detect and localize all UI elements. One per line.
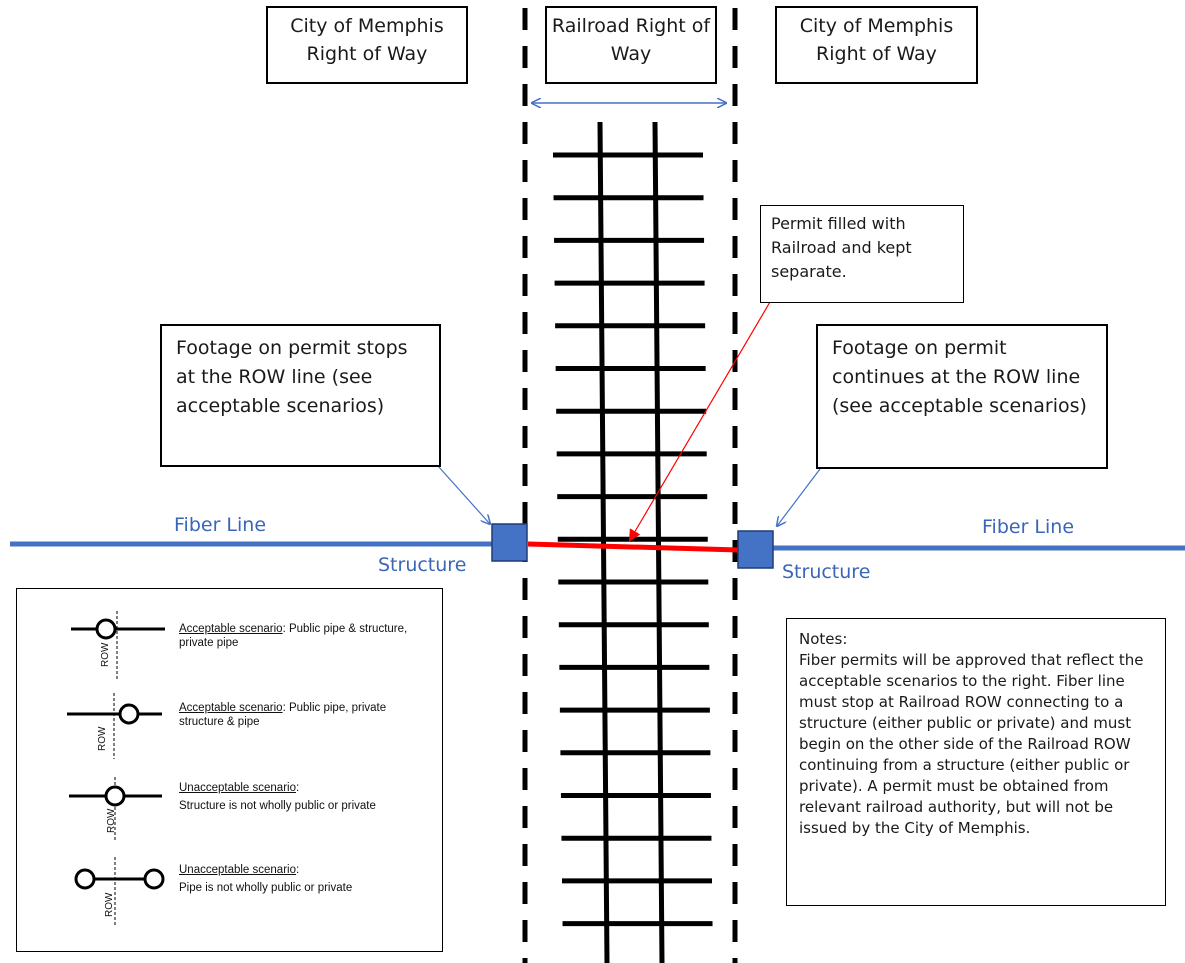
scenario-3-title: Unacceptable scenario — [179, 782, 296, 794]
header-railroad-row: Railroad Right of Way — [545, 6, 717, 84]
scenario-1-drawing — [71, 611, 165, 681]
scenario-3-drawing — [69, 777, 162, 841]
structure-left — [491, 523, 528, 562]
notes-body: Fiber permits will be approved that refl… — [799, 651, 1144, 837]
row-label-4: ROW — [104, 892, 115, 917]
scenario-1-title: Acceptable scenario — [179, 623, 283, 635]
scenario-legend: ROW ROW ROW ROW Acceptable scenario: Pub… — [16, 588, 443, 952]
structure-label-left: Structure — [378, 554, 467, 576]
notes-box: Notes: Fiber permits will be approved th… — [786, 618, 1166, 906]
fiber-line-label-left: Fiber Line — [174, 514, 267, 536]
permit-callout-pointer — [628, 301, 771, 542]
permit-crossing-line — [527, 541, 740, 553]
scenario-4-text: Unacceptable scenario: Pipe is not wholl… — [179, 863, 441, 895]
left-callout: Footage on permit stops at the ROW line … — [160, 324, 441, 467]
header-right-city-row: City of Memphis Right of Way — [775, 6, 978, 84]
row-label-1: ROW — [100, 642, 111, 667]
scenario-4-detail: Pipe is not wholly public or private — [179, 882, 353, 894]
rail-left — [597, 121, 610, 963]
header-left-city-row: City of Memphis Right of Way — [266, 6, 468, 84]
scenario-3-desc: : — [296, 782, 300, 794]
scenario-2-text: Acceptable scenario: Public pipe, privat… — [179, 701, 429, 729]
railroad-ties — [553, 152, 713, 927]
legend-drawings — [67, 611, 165, 927]
scenario-4-desc: : — [296, 864, 300, 876]
fiber-line-label-right: Fiber Line — [982, 516, 1075, 538]
scenario-4-drawing — [74, 857, 165, 927]
structure-label-right: Structure — [782, 561, 871, 583]
scenario-1-text: Acceptable scenario: Public pipe & struc… — [179, 622, 429, 650]
permit-callout: Permit filled with Railroad and kept sep… — [760, 205, 964, 303]
left-callout-pointer — [437, 465, 490, 524]
row-label-2: ROW — [97, 726, 108, 751]
scenario-3-text: Unacceptable scenario: Structure is not … — [179, 781, 441, 813]
scenario-4-title: Unacceptable scenario — [179, 864, 296, 876]
right-callout: Footage on permit continues at the ROW l… — [816, 324, 1108, 469]
scenario-2-title: Acceptable scenario — [179, 702, 283, 714]
scenario-2-drawing — [67, 693, 162, 759]
rail-right — [652, 121, 665, 963]
right-callout-pointer — [777, 468, 821, 526]
structure-right — [737, 530, 774, 569]
scenario-1-desc: : Public pipe & structure, private pipe — [179, 623, 408, 649]
scenario-2-desc: : Public pipe, private structure & pipe — [179, 702, 387, 728]
row-label-3: ROW — [106, 808, 117, 833]
notes-heading: Notes: — [799, 630, 848, 648]
scenario-3-detail: Structure is not wholly public or privat… — [179, 800, 376, 812]
